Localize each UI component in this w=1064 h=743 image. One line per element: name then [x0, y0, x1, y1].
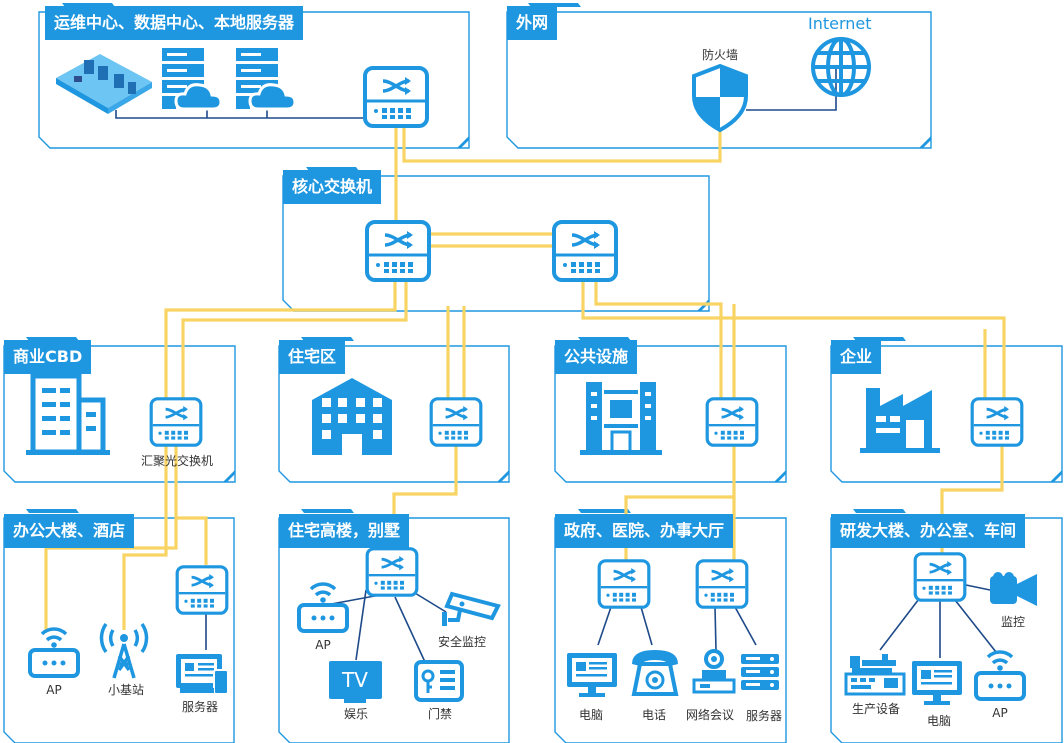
tv-screen-text: TV [342, 668, 368, 692]
ap-icon [297, 582, 349, 633]
computer-icon [567, 653, 617, 697]
video-conference-icon [692, 649, 736, 694]
server-label: 服务器 [745, 709, 783, 723]
server-cloud-icon [160, 46, 223, 111]
small-cell-label: 小基站 [107, 683, 145, 697]
cbd-aggregation-switch-icon [149, 397, 203, 447]
internet-label: Internet [808, 14, 872, 33]
security-camera-label: 安全监控 [437, 635, 487, 649]
server-terminal-icon [176, 654, 229, 695]
firewall-label: 防火墙 [701, 48, 739, 62]
server-cloud-icon [234, 46, 297, 111]
zone-title-rnd: 研发大楼、办公室、车间 [831, 514, 1026, 548]
zone-title-core: 核心交换机 [283, 170, 382, 204]
factory-icon [860, 388, 940, 453]
entertainment-label: 娱乐 [343, 707, 369, 721]
production-equipment-icon [844, 654, 906, 696]
aggregation-switch-label: 汇聚光交换机 [140, 454, 214, 468]
computer-icon [912, 661, 962, 705]
production-equipment-label: 生产设备 [851, 702, 901, 716]
residential-switch-icon [429, 397, 483, 447]
rnd-switch-icon [913, 552, 967, 602]
fiber-links [44, 126, 1006, 630]
security-camera-icon [442, 591, 501, 626]
server-rack-icon [741, 654, 779, 690]
public-switch-icon [705, 397, 759, 447]
office-buildings-icon [26, 373, 110, 455]
zone-title-enterprise: 企业 [831, 340, 882, 374]
gov-switch-2-icon [695, 559, 749, 609]
ap-icon [974, 650, 1026, 701]
computer-label: 电脑 [578, 708, 604, 722]
isometric-datacenter-icon [56, 54, 152, 114]
server-label: 服务器 [181, 700, 219, 714]
monitoring-label: 监控 [1000, 615, 1026, 629]
ap-label: AP [992, 706, 1008, 720]
zone-title-homes: 住宅高楼，别墅 [279, 514, 410, 548]
office-switch-icon [175, 565, 229, 615]
zone-title-public: 公共设施 [555, 340, 638, 374]
core-switch-2-icon [552, 220, 618, 282]
zone-title-office: 办公大楼、酒店 [4, 514, 135, 548]
access-control-label: 门禁 [427, 707, 453, 721]
telephone-label: 电话 [641, 708, 667, 722]
video-conference-label: 网络会议 [685, 708, 735, 722]
apartment-building-icon [312, 378, 392, 455]
small-cell-tower-icon [99, 622, 149, 679]
firewall-shield-icon [692, 63, 748, 133]
tv-icon [329, 661, 382, 703]
computer-label: 电脑 [926, 714, 952, 728]
zone-title-internet: 外网 [507, 6, 558, 40]
gov-switch-1-icon [597, 559, 651, 609]
ap-label: AP [315, 638, 331, 652]
zone-frames [3, 11, 1063, 743]
zone-title-gov: 政府、医院、办事大厅 [555, 514, 734, 548]
enterprise-switch-icon [970, 397, 1024, 447]
globe-icon [811, 37, 871, 97]
datacenter-switch-icon [363, 66, 429, 128]
homes-switch-icon [365, 547, 419, 597]
core-switch-1-icon [365, 220, 431, 282]
zone-title-residential: 住宅区 [279, 340, 346, 374]
zone-title-datacenter: 运维中心、数据中心、本地服务器 [45, 6, 304, 40]
public-building-icon [580, 382, 662, 455]
telephone-icon [631, 650, 679, 696]
ap-label: AP [46, 683, 62, 697]
ap-icon [28, 627, 80, 678]
video-camera-icon [990, 572, 1037, 606]
zone-title-cbd: 商业CBD [4, 340, 92, 374]
access-control-icon [414, 660, 464, 702]
